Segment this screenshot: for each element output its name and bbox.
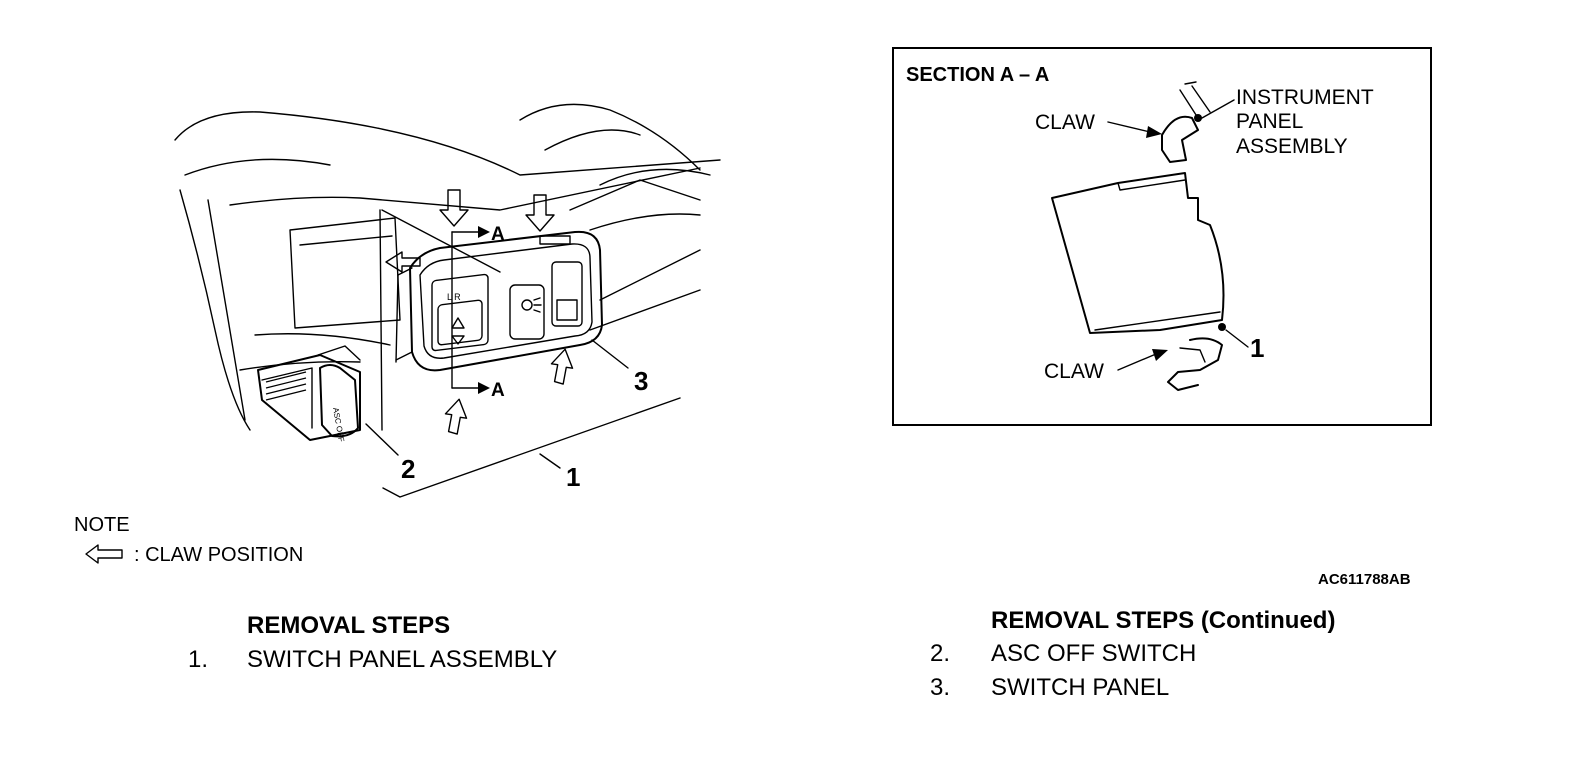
removal-step-num: 1. [188, 646, 209, 673]
instrument-panel-label-line1: INSTRUMENT [1236, 86, 1374, 109]
asc-off-text: ASC OFF [331, 407, 346, 443]
mirror-lr-mark: L R [447, 292, 461, 302]
dashboard-outline [174, 103, 721, 431]
removal-steps-heading: REMOVAL STEPS [247, 612, 451, 639]
claw-label-top: CLAW [1035, 111, 1095, 134]
asc-off-switch: ASC OFF [257, 345, 361, 443]
section-view: SECTION A – A CLAW CLAW INSTRUMENT PANEL… [892, 47, 1432, 426]
instrument-panel-label-line2: PANEL [1236, 110, 1303, 133]
removal-step-num: 2. [930, 640, 951, 667]
switch-panel: L R [395, 230, 603, 372]
claw-label-bottom: CLAW [1044, 360, 1104, 383]
callout-3: 3 [634, 366, 648, 396]
section-mark-bottom: A [491, 380, 505, 401]
callout-2: 2 [401, 454, 415, 484]
removal-step-text: SWITCH PANEL [991, 674, 1170, 701]
removal-steps-continued-heading: REMOVAL STEPS (Continued) [991, 607, 1336, 634]
removal-step-text: ASC OFF SWITCH [991, 640, 1197, 667]
section-mark-top: A [491, 224, 505, 245]
section-title: SECTION A – A [906, 64, 1049, 86]
claw-position-arrow-icon [85, 544, 123, 564]
section-cut-lines [379, 209, 501, 431]
claw-arrows [385, 189, 574, 435]
removal-step-text: SWITCH PANEL ASSEMBLY [247, 646, 558, 673]
callout-1: 1 [566, 462, 580, 492]
instrument-panel-label-line3: ASSEMBLY [1236, 135, 1348, 158]
note-title: NOTE [74, 514, 130, 536]
callout-leaders [365, 339, 681, 498]
removal-step-num: 3. [930, 674, 951, 701]
section-callout-1: 1 [1250, 333, 1264, 363]
figure-id: AC611788AB [1318, 571, 1411, 588]
note-claw-position: : CLAW POSITION [134, 544, 304, 566]
